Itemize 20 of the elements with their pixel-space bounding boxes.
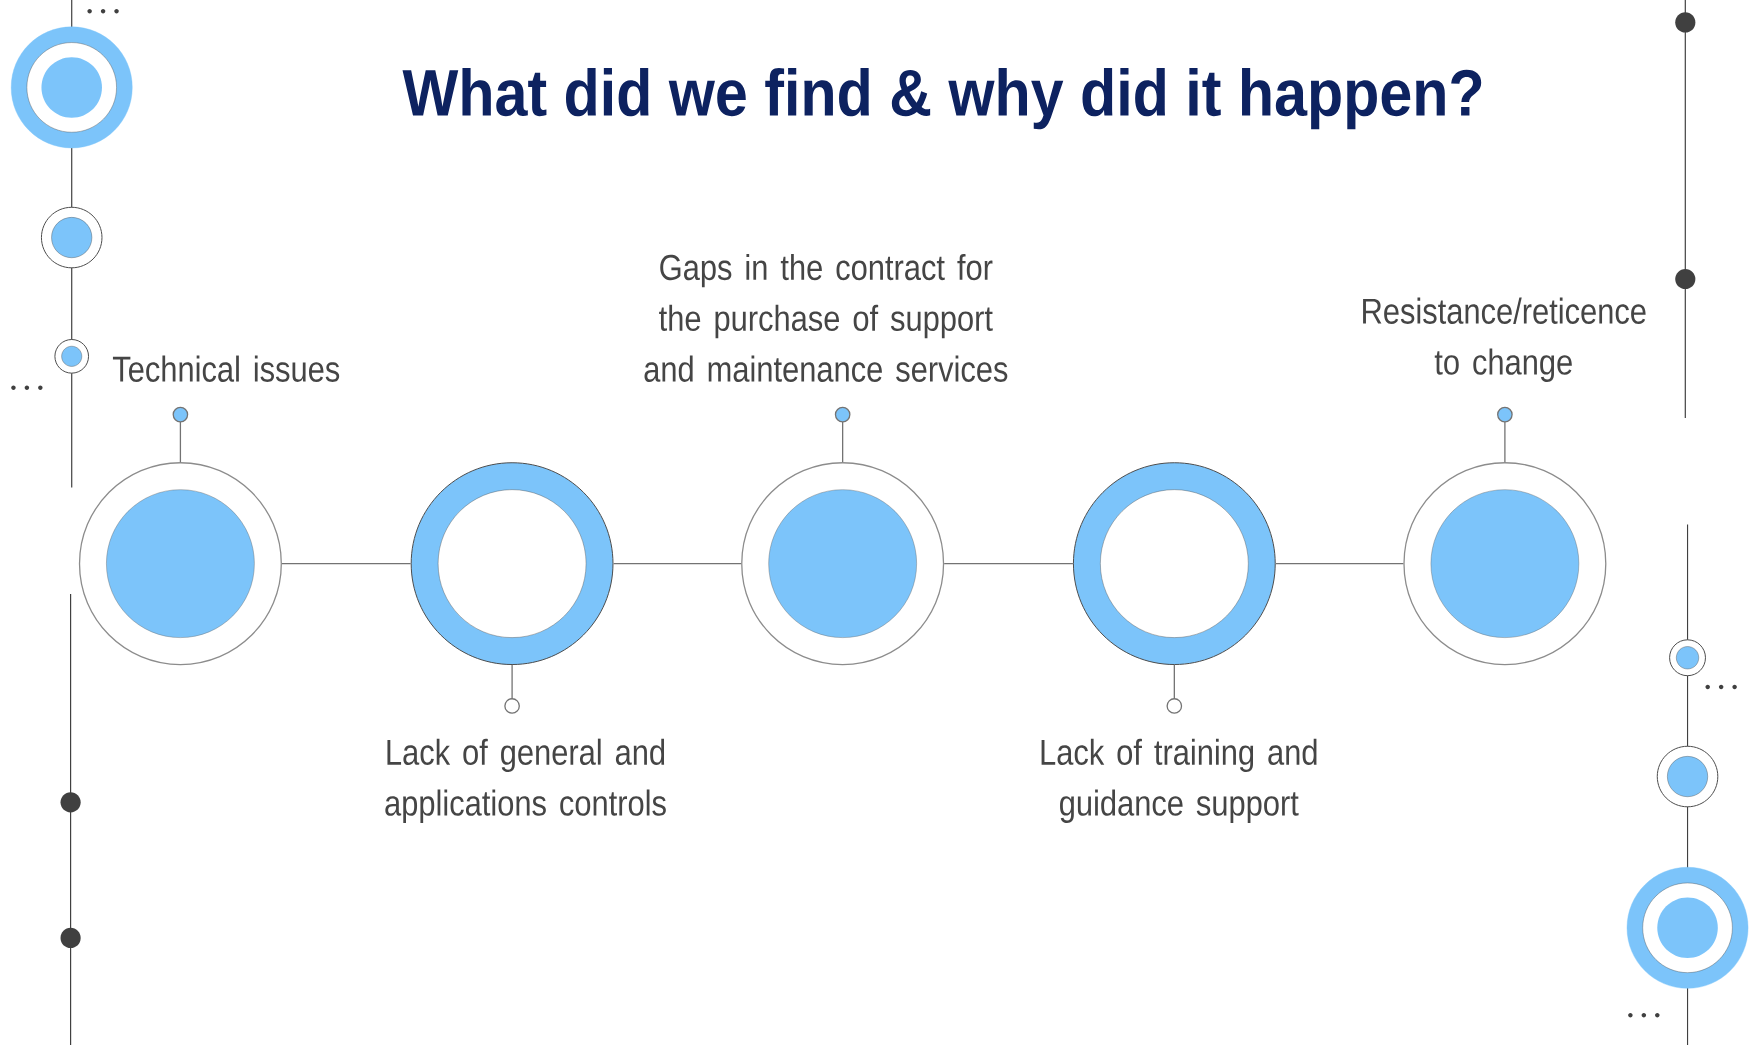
timeline-circle <box>741 461 945 665</box>
connector-line <box>1275 562 1404 565</box>
timeline-label: Lack of training and guidance support <box>1041 738 1317 823</box>
stem-line <box>834 406 851 463</box>
timeline-circle <box>78 461 282 665</box>
timeline-circle <box>1403 461 1607 665</box>
timeline-label: Technical issues <box>112 355 340 382</box>
timeline-label: Gaps in the contract for the purchase of support and maintenance services <box>644 253 1008 382</box>
connector-line <box>612 562 742 565</box>
stem-line <box>1497 406 1513 463</box>
stem-line <box>172 406 189 463</box>
timeline-label: Resistance/reticence to change <box>1363 297 1646 382</box>
timeline-label: Lack of general and applications controls <box>385 738 666 823</box>
stem-line <box>504 664 520 714</box>
timeline-circle <box>1072 462 1276 665</box>
timeline-circle <box>410 462 614 665</box>
title: What did we find & why did it happen? <box>402 67 1482 130</box>
connector-line <box>281 562 412 565</box>
connector-line <box>943 562 1074 565</box>
stem-line <box>1166 664 1183 714</box>
